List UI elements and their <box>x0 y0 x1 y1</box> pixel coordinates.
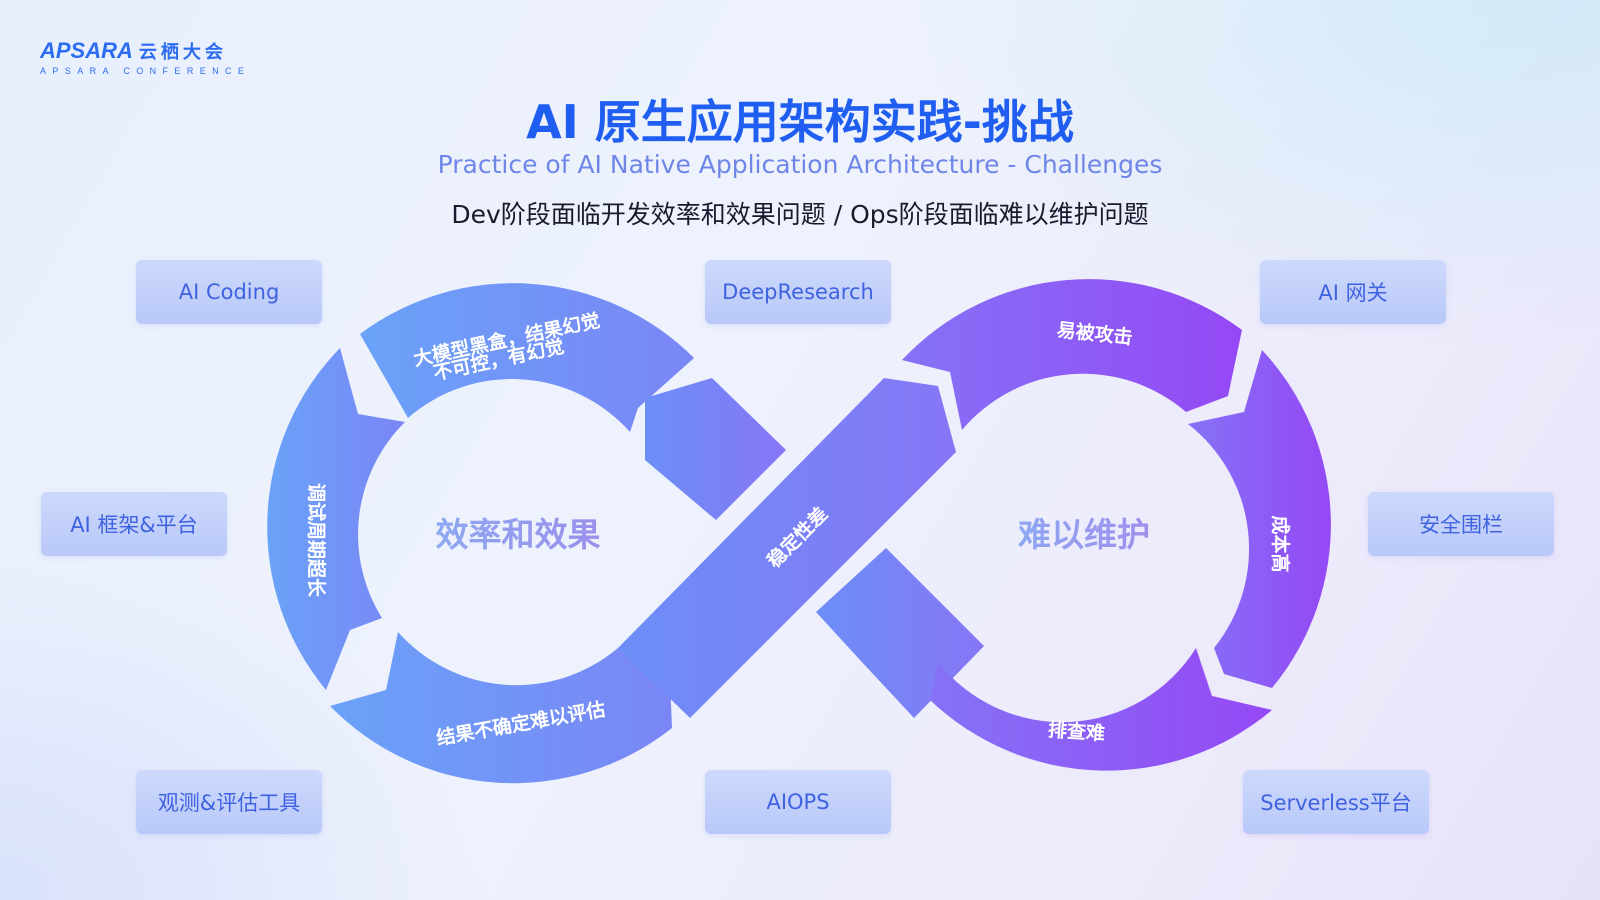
tag-aiops: AIOPS <box>705 770 891 834</box>
right-top-segment <box>902 279 1242 430</box>
logo-chinese: 云栖大会 <box>138 42 227 62</box>
apsara-logo: APSARA 云栖大会 APSARA CONFERENCE <box>40 38 250 76</box>
logo-wordmark: APSARA <box>40 38 133 63</box>
tag-ai-gateway: AI 网关 <box>1260 260 1446 324</box>
left-side-segment <box>267 348 405 690</box>
tag-serverless: Serverless平台 <box>1243 770 1429 834</box>
right-center-label: 难以维护 <box>1018 515 1150 554</box>
subtitle-chinese: Dev阶段面临开发效率和效果问题 / Ops阶段面临难以维护问题 <box>451 200 1149 229</box>
left-top-segment <box>360 283 694 432</box>
subtitle-english: Practice of AI Native Application Archit… <box>437 150 1163 179</box>
upper-arrow-block <box>645 378 786 520</box>
tag-deepresearch: DeepResearch <box>705 260 891 324</box>
right-side-label: 成本高 <box>1269 515 1292 572</box>
tag-safety-guardrail: 安全围栏 <box>1368 492 1554 556</box>
right-side-segment <box>1188 350 1331 688</box>
left-center-label: 效率和效果 <box>436 515 601 554</box>
page-title: AI 原生应用架构实践-挑战 <box>526 95 1074 149</box>
tag-ai-framework: AI 框架&平台 <box>41 492 227 556</box>
right-bottom-segment <box>930 648 1272 771</box>
left-bottom-segment <box>330 632 672 784</box>
tag-observability: 观测&评估工具 <box>136 770 322 834</box>
cross-diagonal-band <box>618 378 956 718</box>
tag-ai-coding: AI Coding <box>136 260 322 324</box>
left-side-label: 调试周期超长 <box>305 483 328 598</box>
right-bottom-label: 排查难 <box>1047 718 1105 745</box>
logo-subtitle: APSARA CONFERENCE <box>40 66 251 76</box>
